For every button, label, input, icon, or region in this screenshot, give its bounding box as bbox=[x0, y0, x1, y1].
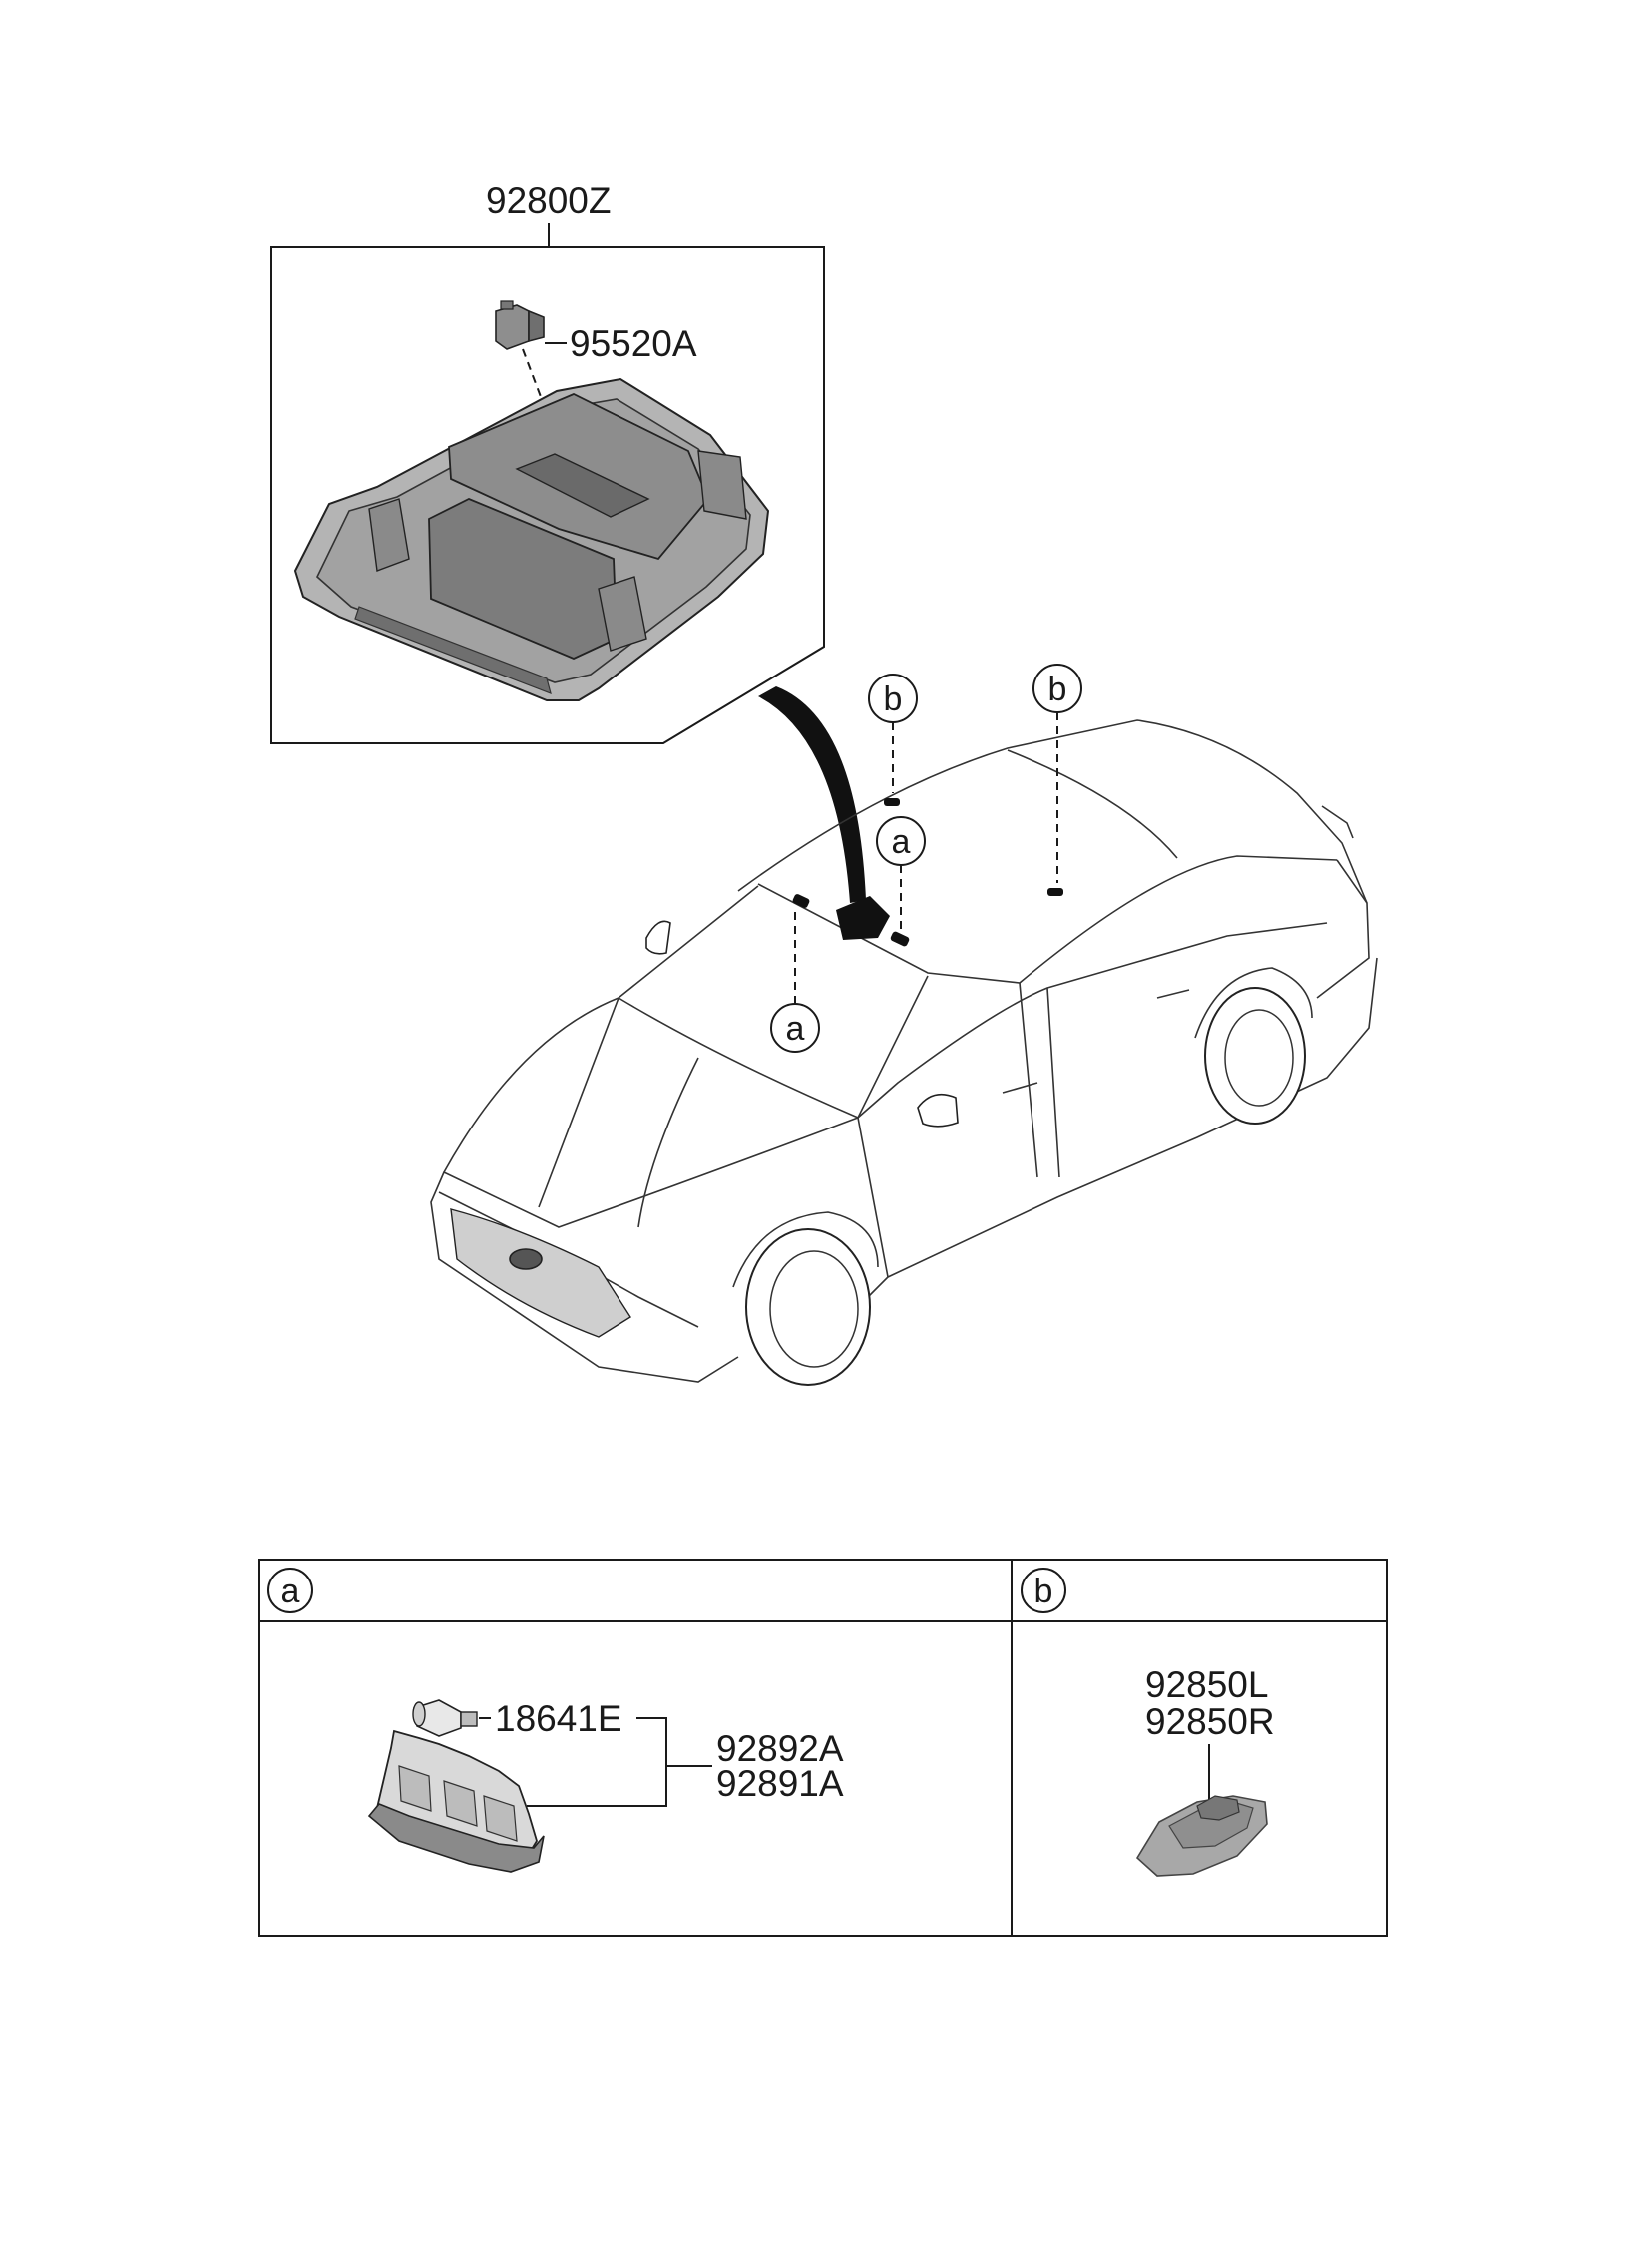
room-lamp-rear-marker[interactable] bbox=[1047, 888, 1063, 896]
detail-table bbox=[258, 1559, 1388, 1937]
svg-text:b: b bbox=[1048, 671, 1067, 708]
svg-text:a: a bbox=[892, 823, 911, 861]
lamp-a-part-1[interactable]: 92892A bbox=[716, 1728, 844, 1769]
callout-a-lower[interactable]: a bbox=[770, 1003, 820, 1053]
overhead-console-on-car[interactable] bbox=[836, 896, 890, 940]
map-lamp-right-marker[interactable] bbox=[890, 931, 911, 948]
bulb-part-number[interactable]: 95520A bbox=[570, 323, 697, 364]
lamp-b-part-1[interactable]: 92850L bbox=[1145, 1664, 1268, 1705]
room-lamp-front-marker[interactable] bbox=[884, 798, 900, 806]
svg-text:b: b bbox=[1034, 1573, 1053, 1610]
overhead-console-housing[interactable] bbox=[293, 377, 770, 701]
lamp-b-part-2[interactable]: 92850R bbox=[1145, 1701, 1275, 1742]
bulb-18641e-label[interactable]: 18641E bbox=[495, 1698, 622, 1739]
assembly-part-number[interactable]: 92800Z bbox=[486, 180, 612, 221]
car-illustration bbox=[430, 719, 1378, 1386]
map-lamp-housing[interactable] bbox=[367, 1729, 545, 1873]
bulb-95520a[interactable] bbox=[495, 300, 545, 350]
callout-b-rear[interactable]: b bbox=[1032, 664, 1082, 713]
table-tag-b[interactable]: b bbox=[1021, 1568, 1066, 1613]
assembly-box-frame bbox=[270, 246, 825, 744]
table-tag-a[interactable]: a bbox=[267, 1568, 313, 1613]
bracket-leader bbox=[527, 1717, 667, 1807]
assembly-group: 92800Z 95520A bbox=[270, 180, 825, 744]
svg-text:b: b bbox=[884, 680, 903, 718]
lamp-a-part-2[interactable]: 92891A bbox=[716, 1763, 844, 1804]
svg-text:a: a bbox=[281, 1573, 300, 1610]
room-lamp-part[interactable] bbox=[1135, 1795, 1268, 1877]
map-lamp-left-marker[interactable] bbox=[792, 893, 811, 909]
callout-a-upper[interactable]: a bbox=[876, 816, 926, 866]
assembly-pointer-arrow bbox=[758, 686, 866, 903]
map-lamp-bulb-part[interactable] bbox=[412, 1699, 478, 1737]
svg-text:a: a bbox=[786, 1010, 805, 1048]
callout-b-front[interactable]: b bbox=[868, 674, 918, 723]
